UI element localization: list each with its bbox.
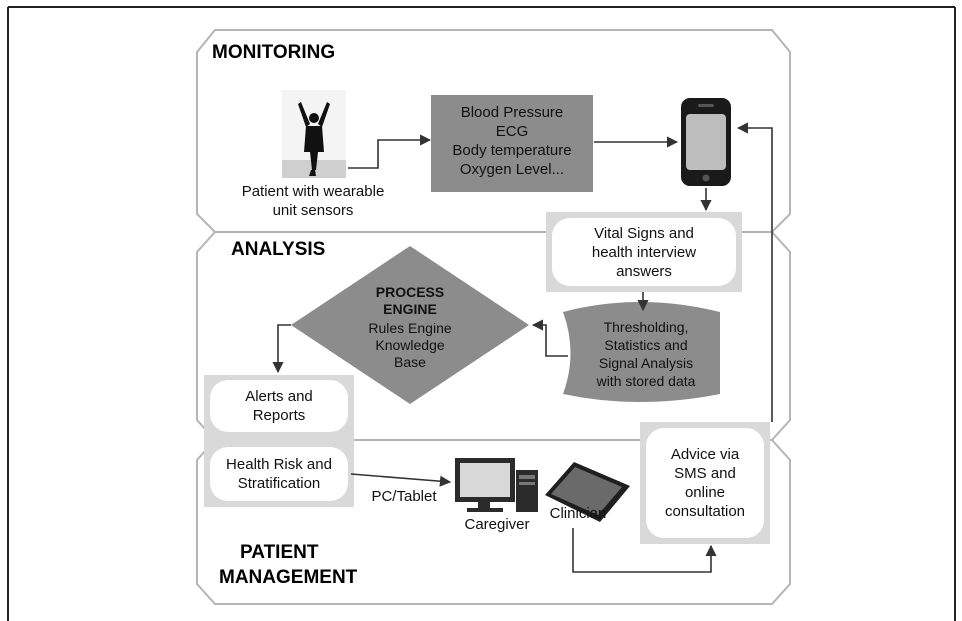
management-heading-line1: PATIENT bbox=[240, 542, 319, 563]
analysis-heading: ANALYSIS bbox=[231, 239, 326, 260]
risk-pill: Health Risk and Stratification bbox=[210, 447, 348, 501]
patient-label: Patient with wearable unit sensors bbox=[241, 183, 385, 219]
patient-figure-icon bbox=[282, 90, 346, 178]
vitals-pill: Vital Signs and health interview answers bbox=[552, 218, 736, 286]
arrow-advice-to-phone bbox=[736, 122, 773, 422]
advice-pill: Advice via SMS and online consultation bbox=[646, 428, 764, 538]
arrow-engine-to-alerts bbox=[272, 324, 291, 374]
caregiver-label: Caregiver bbox=[464, 516, 530, 533]
arrow-risk-to-pc bbox=[350, 473, 452, 487]
signals-box bbox=[431, 95, 593, 192]
advice-label: Advice via SMS and online consultation bbox=[664, 446, 746, 520]
desktop-pc-icon bbox=[455, 458, 538, 512]
alerts-pill: Alerts and Reports bbox=[210, 380, 348, 432]
process-engine-title: PROCESS ENGINE bbox=[375, 284, 445, 317]
smartphone-icon bbox=[681, 98, 731, 186]
arrow-patient-to-signals bbox=[348, 134, 432, 169]
process-engine-body: Rules Engine Knowledge Base bbox=[368, 320, 452, 370]
thresholding-label: Thresholding, Statistics and Signal Anal… bbox=[596, 319, 696, 389]
thresholding-shape bbox=[563, 302, 720, 402]
arrow-clinician-to-advice bbox=[572, 528, 717, 573]
management-heading-line2: MANAGEMENT bbox=[219, 567, 358, 588]
alerts-label: Alerts and Reports bbox=[245, 388, 313, 424]
risk-label: Health Risk and Stratification bbox=[226, 456, 332, 492]
clinician-label: Clinician bbox=[549, 505, 607, 522]
tablet-icon bbox=[545, 462, 630, 522]
pc-tablet-label: PC/Tablet bbox=[371, 488, 437, 505]
monitoring-heading: MONITORING bbox=[212, 42, 336, 63]
process-engine-diamond bbox=[291, 246, 529, 404]
signals-label: Blood Pressure ECG Body temperature Oxyg… bbox=[452, 104, 572, 178]
vitals-label: Vital Signs and health interview answers bbox=[591, 224, 697, 280]
arrow-thresholding-to-engine bbox=[531, 319, 568, 357]
